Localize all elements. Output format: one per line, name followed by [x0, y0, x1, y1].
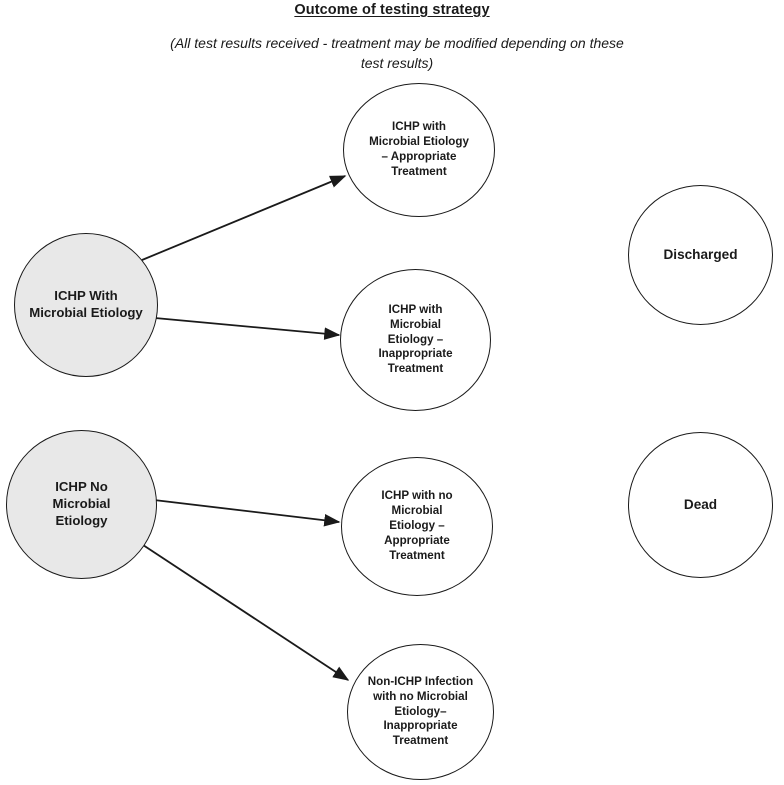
node-ichp-microbial-inappropriate-treatment[interactable]: ICHP with Microbial Etiology – Inappropr…: [340, 269, 491, 411]
edge-source2-to-outcome4: [139, 542, 350, 681]
edge-source2-to-outcome3: [153, 499, 341, 527]
page-title: Outcome of testing strategy: [294, 2, 490, 18]
node-ichp-with-microbial-etiology[interactable]: ICHP With Microbial Etiology: [14, 233, 158, 377]
node-label: ICHP No Microbial Etiology: [52, 479, 111, 528]
node-label: ICHP with no Microbial Etiology – Approp…: [381, 489, 453, 562]
node-label: Non-ICHP Infection with no Microbial Eti…: [367, 674, 474, 748]
node-label: ICHP with Microbial Etiology – Inappropr…: [378, 302, 453, 376]
edge-source1-to-outcome1: [141, 175, 347, 261]
node-label: ICHP With Microbial Etiology: [29, 288, 143, 320]
edge-source1-to-outcome2: [154, 317, 341, 340]
node-label: Discharged: [663, 247, 738, 263]
page-subtitle: (All test results received - treatment m…: [170, 35, 624, 72]
node-ichp-no-microbial-etiology[interactable]: ICHP No Microbial Etiology: [6, 430, 157, 579]
node-ichp-microbial-appropriate-treatment[interactable]: ICHP with Microbial Etiology – Appropria…: [343, 83, 495, 217]
node-discharged[interactable]: Discharged: [628, 185, 773, 325]
node-label: Dead: [683, 497, 718, 513]
node-non-ichp-no-microbial-inappropriate-treatment[interactable]: Non-ICHP Infection with no Microbial Eti…: [347, 644, 494, 780]
node-dead[interactable]: Dead: [628, 432, 773, 578]
node-ichp-no-microbial-appropriate-treatment[interactable]: ICHP with no Microbial Etiology – Approp…: [341, 457, 493, 596]
node-label: ICHP with Microbial Etiology – Appropria…: [369, 120, 469, 178]
